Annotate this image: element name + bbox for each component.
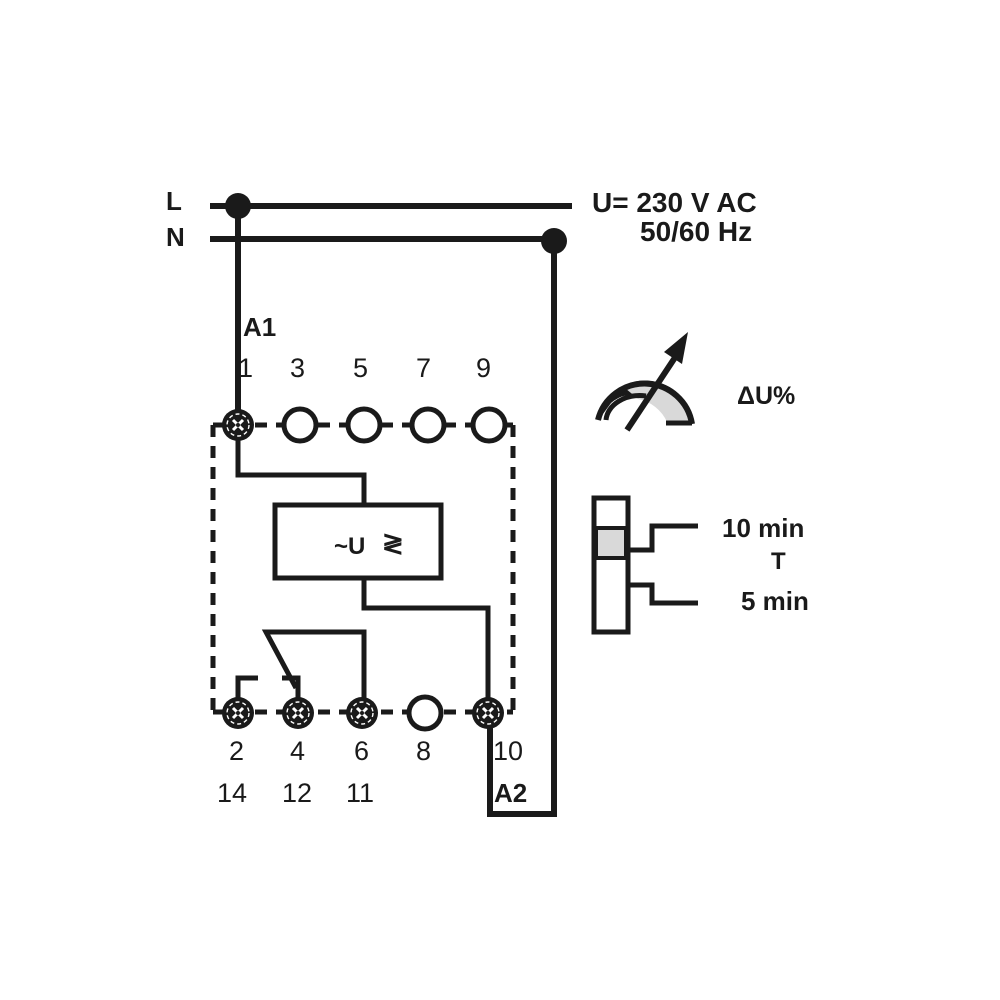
terminal-label: 8	[416, 736, 431, 766]
terminal-1-screw-icon	[220, 407, 256, 443]
contact-label: 12	[282, 778, 312, 808]
label-A2: A2	[494, 778, 527, 808]
internal-wiring	[235, 440, 491, 700]
terminal-label: 3	[290, 353, 305, 383]
timer-top-label: 10 min	[722, 513, 804, 543]
terminal-label: 7	[416, 353, 431, 383]
terminal-10-screw-icon	[470, 695, 506, 731]
terminal-4-screw-icon	[280, 695, 316, 731]
terminal-8-icon	[406, 694, 444, 732]
terminal-label: 4	[290, 736, 305, 766]
terminal-label: 10	[493, 736, 523, 766]
label-N: N	[166, 222, 185, 252]
timer-mid-label: T	[771, 548, 786, 575]
top-terminal-labels: 1 3 5 7 9	[238, 353, 491, 383]
junction-dot-N	[541, 228, 567, 254]
delta-u-label: ΔU%	[737, 382, 795, 410]
timer-selector-icon	[591, 495, 698, 635]
bottom-terminal-labels: 2 4 6 8 10 14 12 11 A2	[217, 736, 527, 808]
relay-box	[272, 502, 444, 581]
contact-label: 11	[346, 778, 374, 808]
terminal-label: 9	[476, 353, 491, 383]
terminal-7-icon	[409, 406, 447, 444]
supply-lines	[210, 203, 572, 817]
terminal-label: 6	[354, 736, 369, 766]
terminal-5-icon	[345, 406, 383, 444]
terminal-3-icon	[281, 406, 319, 444]
relay-symbol: ~U	[334, 533, 365, 560]
terminal-label: 1	[238, 353, 253, 383]
frequency-label: 50/60 Hz	[640, 216, 752, 247]
relay-compare-icon: ≷	[382, 528, 404, 558]
terminal-6-screw-icon	[344, 695, 380, 731]
junction-dot-L	[225, 193, 251, 219]
adjust-dial-icon	[595, 332, 695, 432]
label-L: L	[166, 186, 182, 216]
label-A1: A1	[243, 312, 276, 342]
terminal-label: 2	[229, 736, 244, 766]
bottom-terminals	[220, 694, 506, 732]
terminal-label: 5	[353, 353, 368, 383]
terminal-9-icon	[470, 406, 508, 444]
top-terminals	[220, 406, 508, 444]
timer-bottom-label: 5 min	[741, 586, 809, 616]
voltage-label: U= 230 V AC	[592, 187, 757, 218]
terminal-2-screw-icon	[220, 695, 256, 731]
contact-label: 14	[217, 778, 247, 808]
